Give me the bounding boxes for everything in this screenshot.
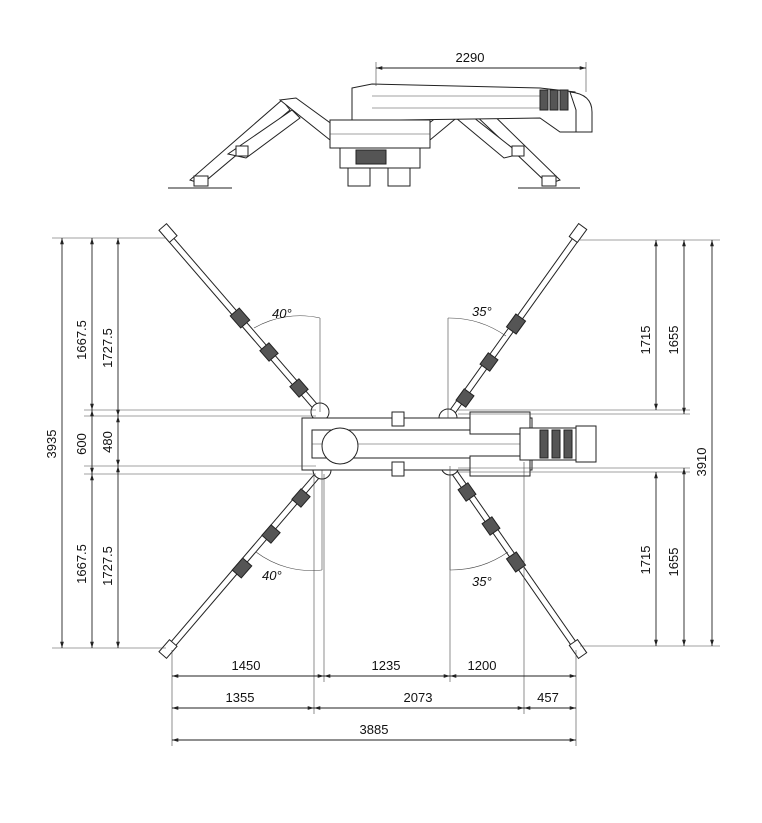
dim-1450: 1450 <box>232 658 261 673</box>
side-main-body <box>329 83 593 187</box>
dim-1667-5-top: 1667.5 <box>74 320 89 360</box>
outrigger-top-left <box>158 222 330 422</box>
side-view: 2290 <box>168 50 593 189</box>
right-extension-lines <box>458 239 720 647</box>
dim-1667-5-bottom: 1667.5 <box>74 544 89 584</box>
angle-bottom-left: 40° <box>262 568 282 583</box>
bottom-dims-row1: 1450 1235 1200 <box>172 658 576 678</box>
angle-top-left: 40° <box>272 306 292 321</box>
outrigger-bottom-right <box>440 456 588 660</box>
dim-1727-5-top: 1727.5 <box>100 328 115 368</box>
bottom-dims-row3: 3885 <box>172 722 576 742</box>
dim-3935: 3935 <box>44 430 59 459</box>
bottom-extension-lines <box>171 462 577 746</box>
angle-top-right: 35° <box>472 304 492 319</box>
dim-1655-bottom: 1655 <box>666 548 681 577</box>
dim-2073: 2073 <box>404 690 433 705</box>
angle-indicators: 40° 35° 40° 35° <box>253 304 509 589</box>
dim-1655-top: 1655 <box>666 326 681 355</box>
dim-457: 457 <box>537 690 559 705</box>
dim-1235: 1235 <box>372 658 401 673</box>
dim-1200: 1200 <box>468 658 497 673</box>
dim-600: 600 <box>74 433 89 455</box>
left-dimensions: 3935 1667.5 600 1667.5 1727.5 480 1727.5 <box>44 238 120 648</box>
right-dimensions: 1715 1715 1655 1655 3910 <box>638 240 714 646</box>
dim-1715-bottom: 1715 <box>638 546 653 575</box>
left-extension-lines <box>52 237 316 649</box>
outrigger-top-right <box>438 222 588 428</box>
dim-1355: 1355 <box>226 690 255 705</box>
dim-480: 480 <box>100 431 115 453</box>
side-left-outrigger <box>189 97 341 187</box>
dim-3885: 3885 <box>360 722 389 737</box>
bottom-dims-row2: 1355 2073 457 <box>172 690 576 710</box>
dim-1715-top: 1715 <box>638 326 653 355</box>
dim-1727-5-bottom: 1727.5 <box>100 546 115 586</box>
dim-3910: 3910 <box>694 448 709 477</box>
outrigger-bottom-left <box>158 460 332 660</box>
dim-label-2290: 2290 <box>456 50 485 65</box>
top-main-chassis <box>301 411 597 477</box>
angle-bottom-right: 35° <box>472 574 492 589</box>
dim-boom-2290: 2290 <box>375 50 587 92</box>
top-view: 40° 35° 40° 35° 3935 1667.5 <box>44 222 720 746</box>
